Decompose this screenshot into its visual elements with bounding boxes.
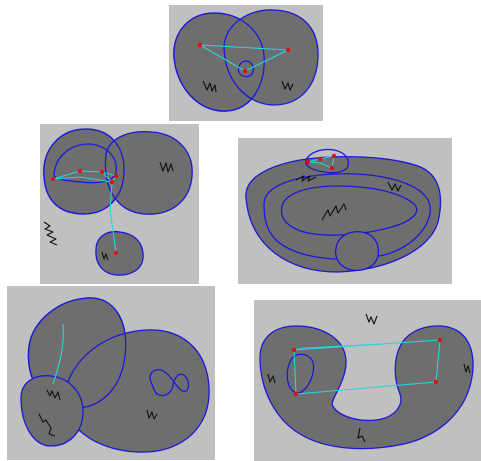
region-left-outline [173,12,265,112]
figure-eight-loop [149,368,190,397]
region-small [95,230,144,276]
scribble-mark [267,373,276,384]
graph-vertex [99,169,105,175]
region-left-outline [43,128,125,215]
graph-vertex [50,176,56,182]
scribble-mark [38,413,56,437]
graph-vertex [109,179,115,185]
graph-vertex [433,379,439,385]
scribble-mark [281,80,294,91]
panel-1 [169,5,323,121]
scribble-mark [146,409,158,420]
inner-loop [53,143,117,184]
scribble-mark [159,161,174,173]
scribble-mark [357,427,366,443]
graph-vertex [197,42,203,48]
region-small [334,230,380,272]
region-outer [245,155,442,273]
scribble-mark [321,203,347,221]
inner-loop [237,60,254,78]
scribble-mark [46,389,61,401]
graph-vertex [305,159,311,165]
inner-loop-left [286,353,315,394]
panel-2 [40,124,199,284]
scribble-mark [202,80,217,93]
graph-vertex [291,347,297,353]
panel-3-canvas [245,148,442,273]
graph-edges [52,323,64,385]
graph-edges [101,171,117,253]
graph-vertex [113,173,119,179]
graph-edges [199,44,291,72]
graph-vertex [329,165,335,171]
scribble-mark [43,221,58,246]
graph-vertex [293,391,299,397]
graph-vertex [242,68,248,74]
inner-loop [280,185,418,236]
panel-3 [238,138,452,284]
scribble-mark [295,175,317,182]
graph-vertex [77,168,83,174]
graph-vertex [437,337,443,343]
top-loop [305,148,350,174]
region-right [104,130,193,215]
scribble-mark [365,313,378,325]
graph-vertex [317,156,323,162]
panel-1-canvas [173,9,319,112]
scribble-mark [387,181,402,192]
scribble-mark [463,363,471,374]
region-horseshoe [259,325,474,450]
region-bottom-left [20,375,84,447]
region-right [64,329,210,453]
scribble-mark [101,251,109,261]
ring-inner-outline [263,173,431,260]
panel-5-canvas [259,313,474,450]
panel-5 [254,300,481,461]
panel-4 [7,286,215,460]
panel-4-canvas [20,297,210,453]
region-right [223,9,319,106]
graph-vertex [285,47,291,53]
panel-2-canvas [43,128,193,276]
graph-vertex [113,250,119,256]
graph-vertex [331,153,337,159]
graph-edges [293,343,383,351]
